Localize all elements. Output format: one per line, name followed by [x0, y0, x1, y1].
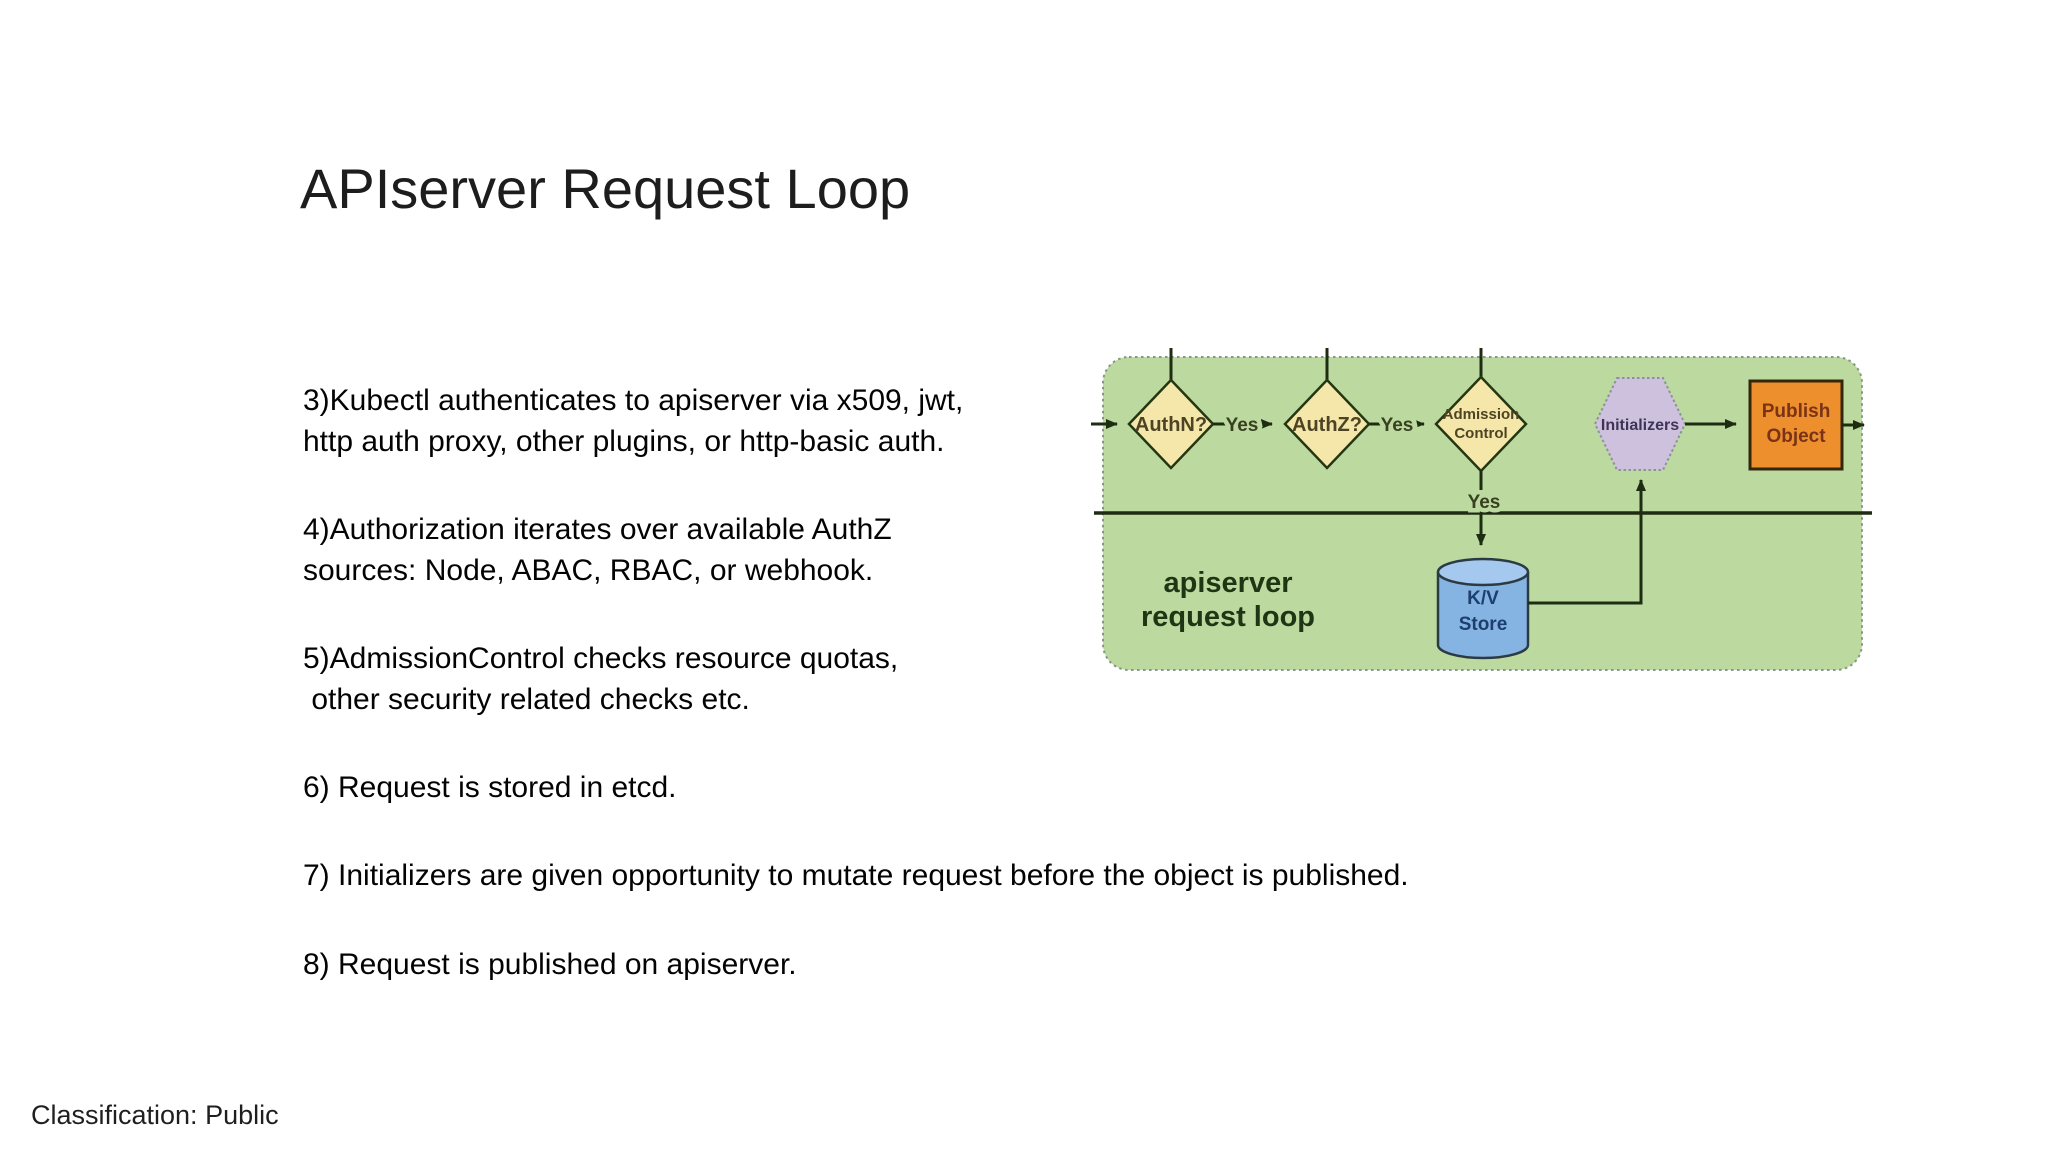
publish-object-node — [1748, 379, 1844, 471]
step-text-8: 8) Request is published on apiserver. — [303, 948, 797, 981]
kv-store-label-line1: K/V — [1467, 588, 1499, 609]
authn-label: AuthN? — [1135, 414, 1207, 436]
authz-node — [1283, 378, 1371, 470]
step-text-5: 5)AdmissionControl checks resource quota… — [303, 642, 899, 716]
publish-object-label-line2: Object — [1766, 426, 1826, 447]
classification-label: Classification: Public — [31, 1100, 279, 1130]
step-text-3: 3)Kubectl authenticates to apiserver via… — [303, 384, 964, 458]
yes-label-3: Yes — [1468, 492, 1501, 513]
admission-label-line2: Control — [1454, 425, 1507, 442]
authn-node — [1127, 378, 1215, 470]
store-initializers-arrow — [1528, 479, 1646, 605]
diagram-caption-line1: apiserver — [1164, 567, 1293, 599]
authz-label: AuthZ? — [1292, 414, 1362, 436]
yes-label-2: Yes — [1381, 415, 1414, 436]
publish-object-label-line1: Publish — [1762, 401, 1831, 422]
kv-store-node — [1436, 572, 1530, 660]
slide-title: APIserver Request Loop — [300, 157, 911, 220]
apiserver-request-loop-diagram: AuthN? Yes AuthZ? Yes Admission Control … — [1091, 348, 1872, 671]
diagram-caption-line2: request loop — [1141, 601, 1315, 633]
initializers-node — [1593, 377, 1687, 471]
step-text-6: 6) Request is stored in etcd. — [303, 771, 677, 804]
kv-store-top — [1436, 557, 1530, 587]
admission-label-line1: Admission — [1443, 406, 1520, 423]
yes-label-1: Yes — [1226, 415, 1259, 436]
kv-store-label-line2: Store — [1459, 614, 1508, 635]
top-stub-lines — [1169, 348, 1483, 380]
step-text-4: 4)Authorization iterates over available … — [303, 513, 892, 587]
initializers-label: Initializers — [1601, 417, 1679, 434]
step-text-7: 7) Initializers are given opportunity to… — [303, 859, 1409, 892]
